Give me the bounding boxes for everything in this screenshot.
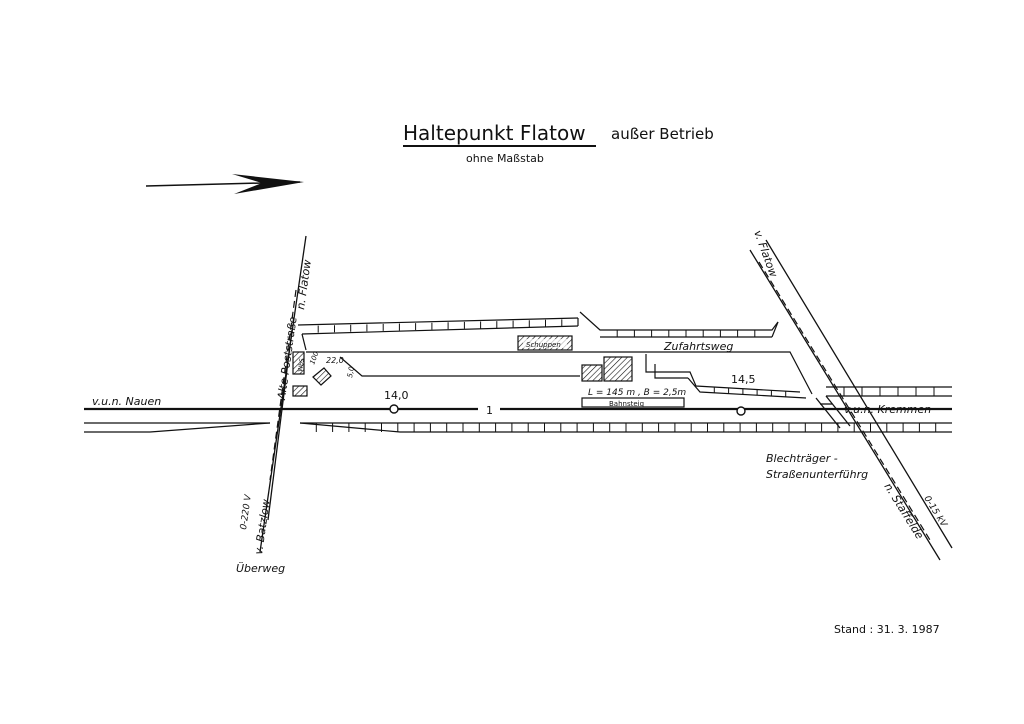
forecourt-outline (297, 311, 813, 399)
embankment-east-north (826, 386, 952, 397)
from-batzlow-label: v. Batzlow (252, 498, 273, 555)
km-marker-14-0 (389, 404, 399, 414)
to-staffelde-label: n. Staffelde (881, 481, 926, 542)
track-number: 1 (486, 404, 493, 417)
to-flatow-label: n. Flatow (294, 259, 314, 310)
embankment-south (84, 422, 952, 433)
platform-building-1 (581, 364, 603, 382)
dim-5: 5,0 (346, 365, 356, 378)
stand-date: Stand : 31. 3. 1987 (834, 623, 940, 636)
platform-label: Bahnsteig (609, 400, 644, 408)
subtitle: ohne Maßstab (466, 152, 544, 165)
title: Haltepunkt Flatow (403, 121, 586, 145)
access-road-label: Zufahrtsweg (663, 340, 733, 353)
power-220v-label: 0-220 V (239, 493, 254, 530)
small-building-wbs (292, 351, 305, 375)
bridge-label-2: Straßenunterführg (766, 468, 868, 481)
shed-label: Schuppen (526, 341, 561, 349)
status-label: außer Betrieb (611, 125, 714, 143)
crossing-label: Überweg (236, 562, 285, 575)
wbs-label: WbS (297, 358, 306, 373)
km-label-west: 14,0 (384, 389, 409, 402)
shed-label-bg (523, 339, 567, 348)
platform (581, 397, 685, 408)
east-road-bridge (749, 239, 953, 561)
platform-dimensions: L = 145 m , B = 2,5m (588, 388, 686, 398)
small-building-angled (312, 367, 332, 386)
bridge-label-1: Blechträger - (766, 452, 838, 465)
west-line-label: v.u.n. Nauen (92, 395, 161, 408)
post-road-crossing (259, 235, 307, 553)
from-flatow-label: v. Flatow (751, 229, 780, 279)
platform-building-2 (603, 356, 633, 382)
km-marker-14-5 (736, 406, 746, 416)
km-label-east: 14,5 (731, 373, 756, 386)
dim-22: 22,0 (326, 356, 344, 365)
small-building-south (292, 385, 308, 397)
direction-arrow-icon (145, 174, 304, 194)
east-line-label: v.u.n. Kremmen (844, 403, 931, 416)
power-15kv-label: 0-15 kV (921, 494, 948, 529)
